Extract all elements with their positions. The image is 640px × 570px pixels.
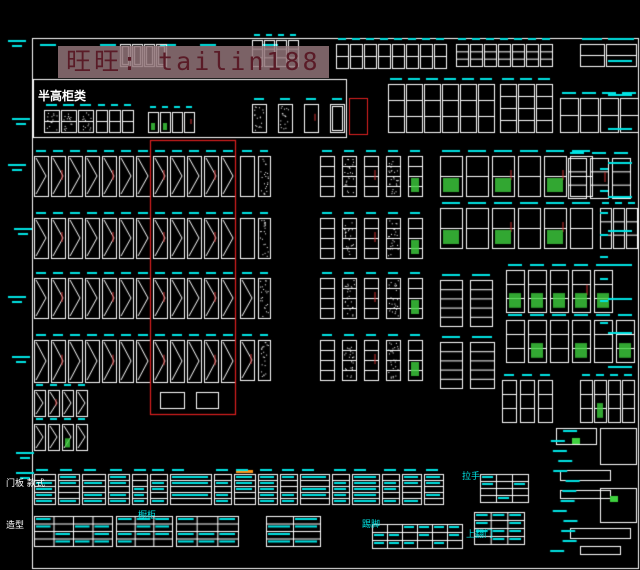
label-flip-door: 上翻门: [466, 530, 494, 540]
label-kick: 踢脚: [362, 520, 381, 530]
label-door-style: 门板 款式: [6, 479, 45, 489]
section-title-half-height-cabinets: 半高柜类: [38, 89, 87, 103]
label-handle: 拉手: [462, 472, 481, 482]
watermark: 旺旺: tailin188: [58, 46, 329, 78]
label-cabinet: 橱柜: [138, 511, 157, 521]
label-shape: 造型: [6, 521, 25, 531]
